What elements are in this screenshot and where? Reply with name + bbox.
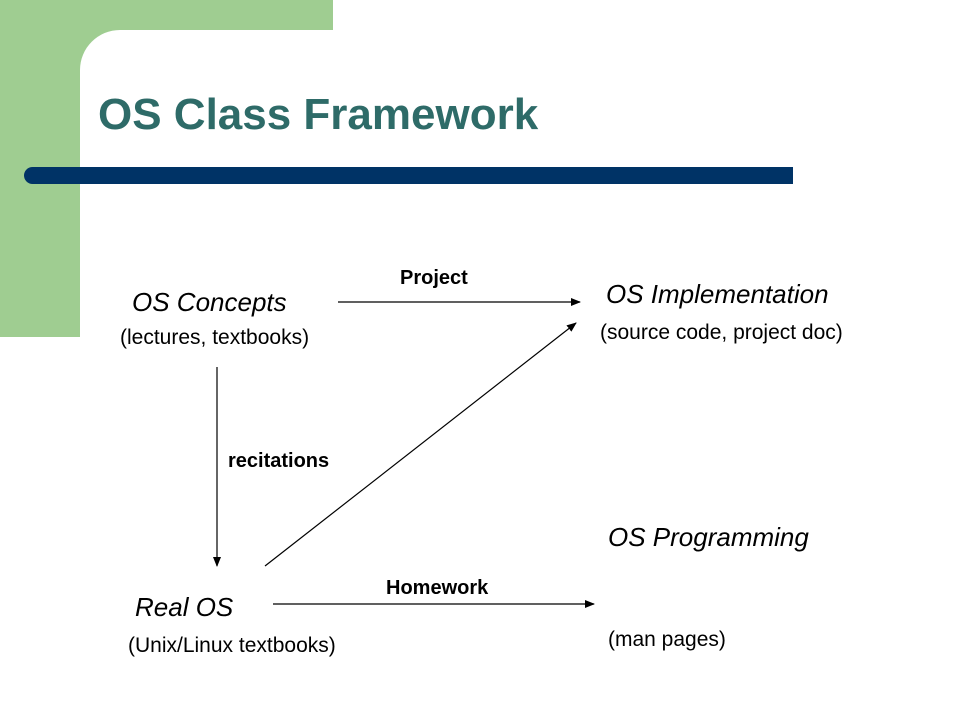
node-os-concepts-subtitle: (lectures, textbooks) — [120, 326, 310, 349]
slide-title: OS Class Framework — [98, 90, 539, 139]
title-underline-bar — [24, 167, 793, 184]
edge-label-recitations: recitations — [228, 450, 330, 472]
node-os-programming-title: OS Programming — [608, 522, 809, 552]
content-panel — [80, 30, 960, 720]
edge-label-homework: Homework — [386, 577, 489, 599]
node-os-concepts-title: OS Concepts — [132, 287, 287, 317]
node-os-implementation-title: OS Implementation — [606, 279, 829, 309]
node-real-os-title: Real OS — [135, 592, 234, 622]
edge-label-project: Project — [400, 267, 468, 289]
node-os-programming-subtitle: (man pages) — [608, 628, 726, 651]
edge-realos-to-implementation-arrow — [264, 322, 577, 567]
node-os-implementation-subtitle: (source code, project doc) — [600, 321, 843, 344]
node-real-os-subtitle: (Unix/Linux textbooks) — [128, 634, 336, 657]
